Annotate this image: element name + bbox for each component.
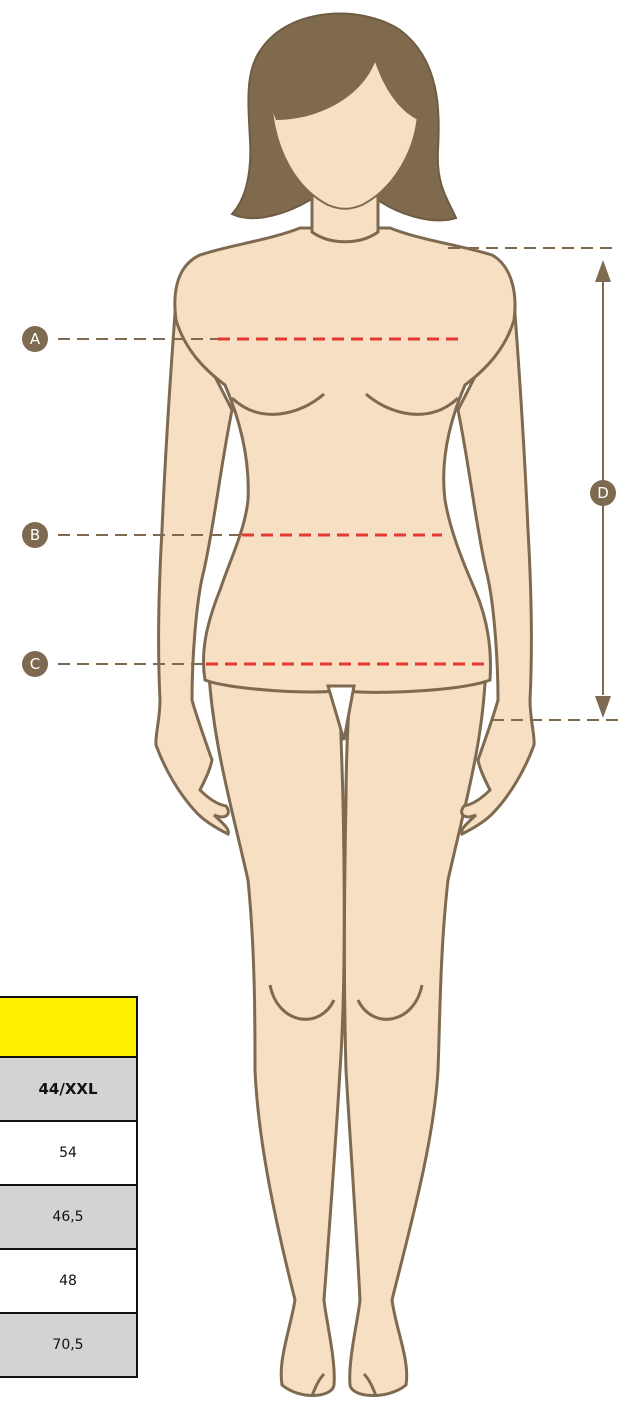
table-row: 46,5 [0, 1185, 137, 1249]
torso [175, 228, 515, 692]
marker-b: B [22, 522, 48, 548]
table-highlight-row [0, 997, 137, 1057]
table-cell: 54 [0, 1121, 137, 1185]
size-table: 44/XXL 54 46,5 48 70,5 [0, 996, 138, 1378]
marker-a: A [22, 326, 48, 352]
arrow-d-head-bottom [595, 696, 611, 718]
table-header-row: 44/XXL [0, 1057, 137, 1121]
table-row: 70,5 [0, 1313, 137, 1377]
table-cell: 48 [0, 1249, 137, 1313]
left-leg [208, 660, 344, 1396]
table-row: 48 [0, 1249, 137, 1313]
marker-c: C [22, 651, 48, 677]
table-header-cell: 44/XXL [0, 1057, 137, 1121]
right-leg [345, 662, 487, 1396]
table-cell: 70,5 [0, 1313, 137, 1377]
table-cell: 46,5 [0, 1185, 137, 1249]
table-row: 54 [0, 1121, 137, 1185]
table-highlight-cell [0, 997, 137, 1057]
marker-d: D [590, 480, 616, 506]
arrow-d-head-top [595, 260, 611, 282]
